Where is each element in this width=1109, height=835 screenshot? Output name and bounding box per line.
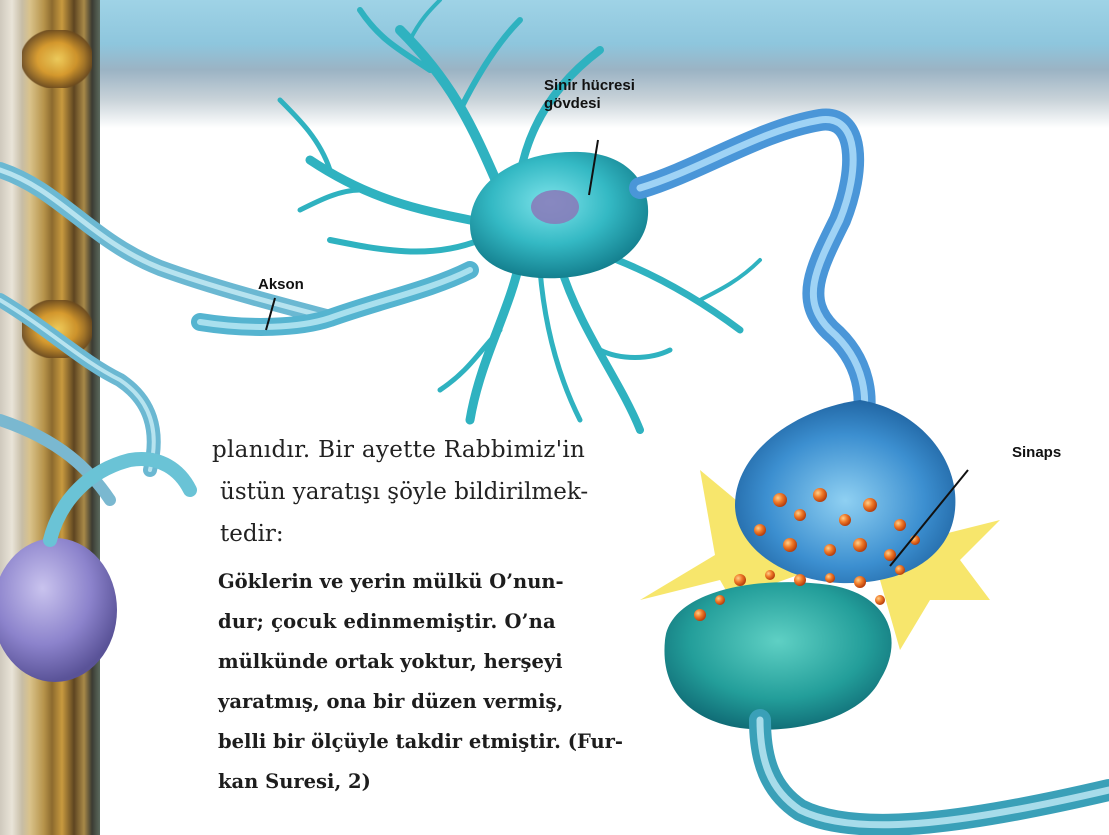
left-axon-upper [0, 170, 330, 318]
cell-body-label-line-1: Sinir hücresi [544, 77, 635, 95]
verse-line-6: kan Suresi, 2) [218, 762, 371, 802]
intro-line-2: üstün yaratışı şöyle bildirilmek- [220, 470, 588, 514]
left-axon-lower [0, 300, 154, 470]
nucleus [531, 190, 579, 224]
verse-line-4: yaratmış, ona bir düzen vermiş, [218, 682, 563, 722]
synapse-label: Sinaps [1012, 444, 1061, 462]
verse-line-1: Göklerin ve yerin mülkü O’nun- [218, 562, 564, 602]
verse-line-5: belli bir ölçüyle takdir etmiştir. (Fur- [218, 722, 623, 762]
verse-line-3: mülkünde ortak yoktur, herşeyi [218, 642, 563, 682]
axon-label: Akson [258, 276, 304, 294]
adjacent-neuron-body [0, 538, 117, 682]
postsynaptic-terminal [664, 582, 891, 730]
verse-line-2: dur; çocuk edinmemiştir. O’na [218, 602, 556, 642]
cell-body-label-line-2: gövdesi [544, 95, 635, 113]
axon-to-synapse [640, 120, 865, 430]
intro-line-3: tedir: [220, 512, 284, 556]
intro-line-1: planıdır. Bir ayette Rabbimiz'in [212, 428, 585, 472]
cell-body-label: Sinir hücresi gövdesi [544, 77, 635, 113]
presynaptic-terminal [735, 400, 955, 583]
